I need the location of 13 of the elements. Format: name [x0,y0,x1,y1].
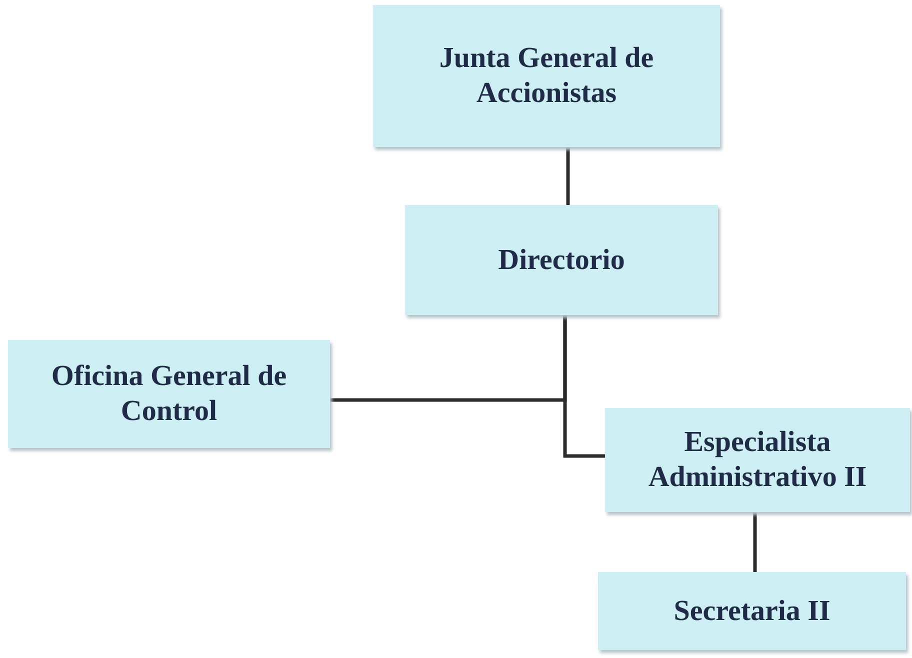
connector-line [753,512,757,572]
org-box [8,340,330,448]
box-label: Directorio [497,242,626,278]
box-label: Secretaria II [672,594,832,628]
org-box [598,572,906,650]
org-box [373,5,720,147]
connector-line [563,315,605,458]
box-label: Junta General de Accionistas [438,41,655,111]
connector-line [566,147,570,205]
org-box [605,408,910,512]
org-box [405,205,718,315]
box-label: Especialista Administrativo II [647,425,868,495]
box-label: Oficina General de Control [50,359,288,429]
